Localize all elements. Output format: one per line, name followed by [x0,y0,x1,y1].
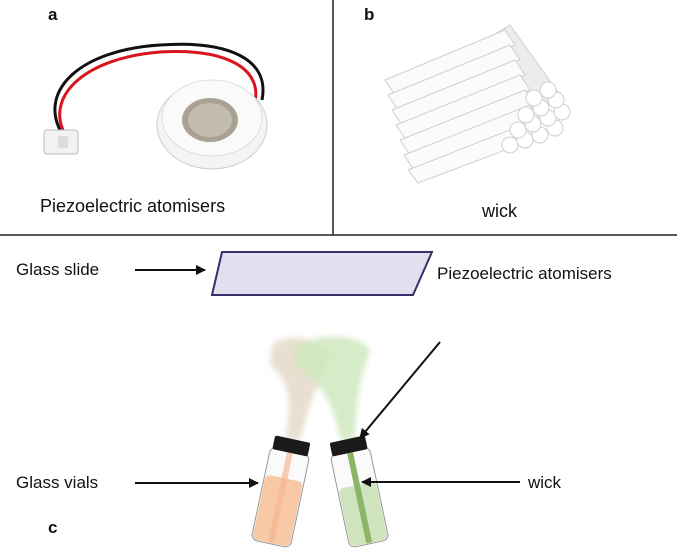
atomiser-arrow [359,341,441,439]
wick-label: wick [528,473,562,492]
glass-slide-shape [210,251,434,296]
atomisers-label: Piezoelectric atomisers [437,264,612,283]
mist-plumes [270,336,370,440]
panel-b-caption: wick [482,201,517,221]
right-vial [329,435,389,548]
left-vial [251,435,311,548]
panel-a-label: a [48,5,58,24]
wick-bundle-image [384,24,571,184]
panel-a-caption: Piezoelectric atomisers [40,196,226,216]
glass-vials-label: Glass vials [16,473,99,492]
piezo-atomiser-image [43,42,268,170]
panel-c-label: c [48,518,58,537]
panel-b-label: b [364,5,375,24]
glass-slide-label: Glass slide [16,260,100,279]
